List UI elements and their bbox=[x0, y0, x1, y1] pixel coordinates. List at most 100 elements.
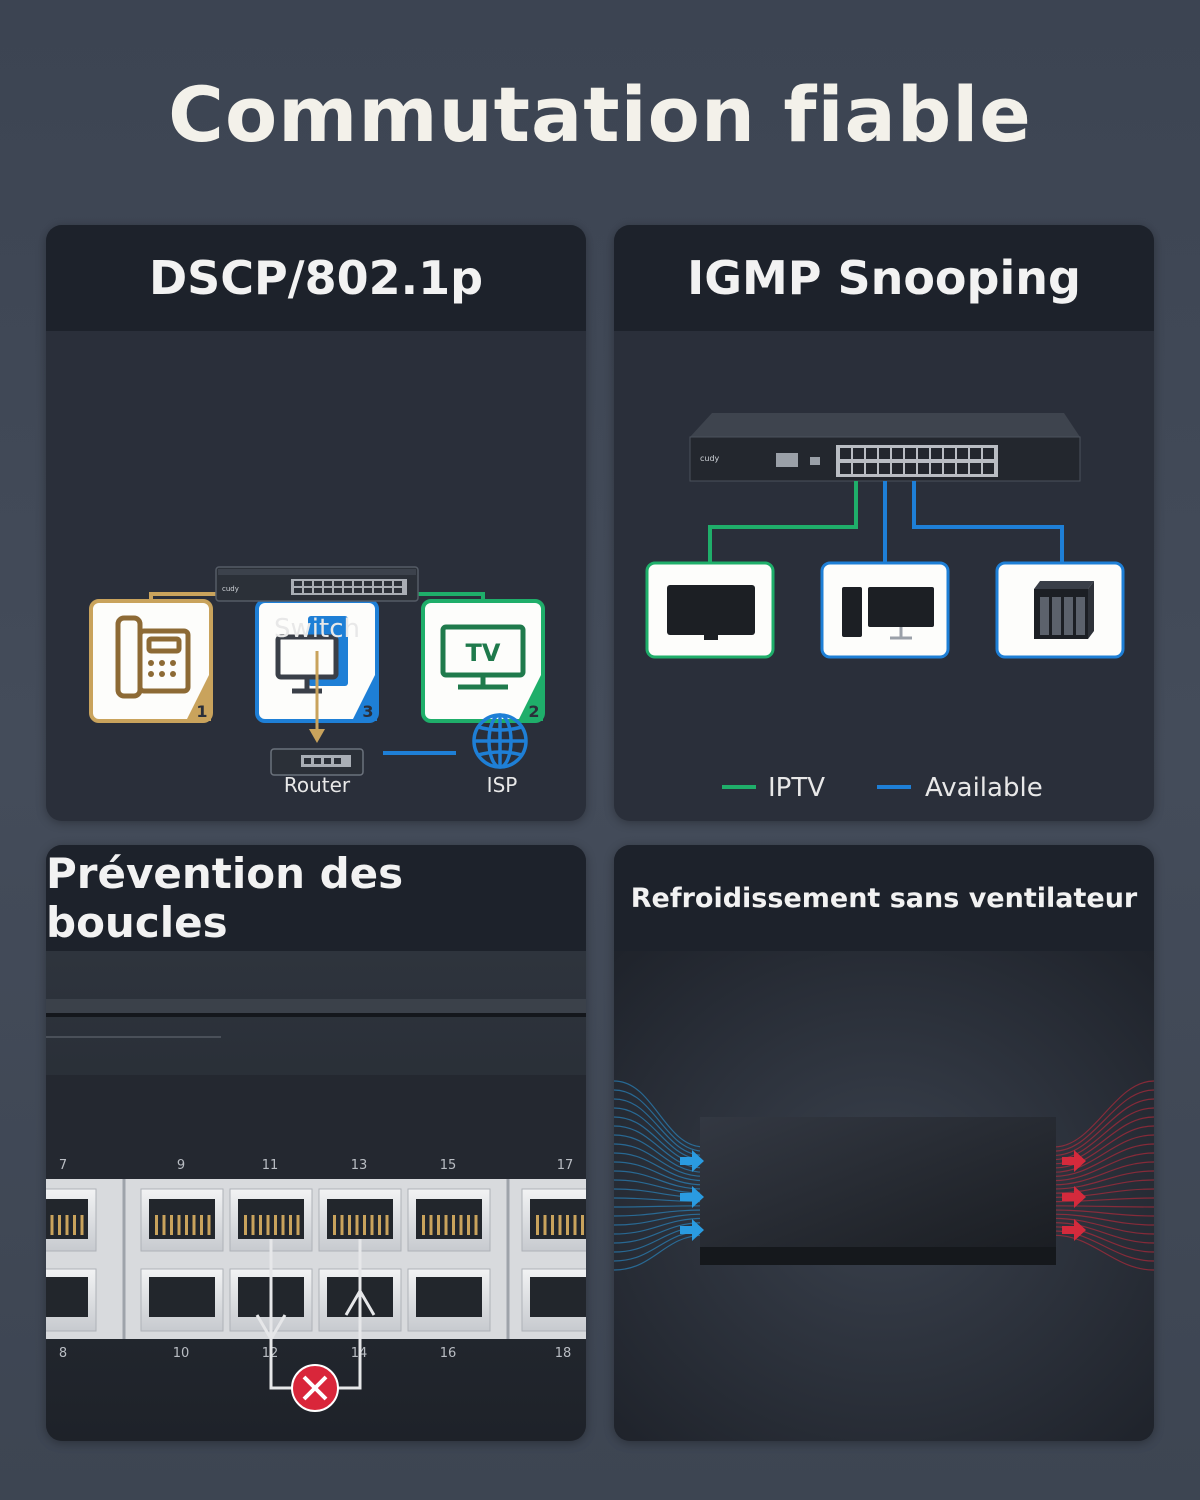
legend-label-iptv: IPTV bbox=[768, 773, 825, 803]
rj45-pin bbox=[348, 1215, 351, 1235]
tv-icon bbox=[667, 585, 755, 640]
rj45-pin bbox=[474, 1215, 478, 1235]
panel-dscp: DSCP/802.1p 1 bbox=[46, 225, 586, 821]
rj45-pin bbox=[80, 1215, 84, 1235]
hot-airflow-line bbox=[1053, 1080, 1154, 1148]
panel-cooling-title: Refroidissement sans ventilateur bbox=[614, 845, 1154, 951]
tv-device-card: TV 2 bbox=[421, 599, 545, 723]
rj45-pin bbox=[333, 1215, 336, 1235]
hot-airflow-line bbox=[1053, 1152, 1154, 1182]
rj45-port-opening bbox=[327, 1199, 393, 1239]
hot-airflow-line bbox=[1053, 1197, 1154, 1203]
switch-device: cudy bbox=[689, 413, 1081, 482]
hot-airflow-line bbox=[1053, 1217, 1154, 1235]
rj45-pin bbox=[170, 1215, 173, 1235]
rj45-pin bbox=[207, 1215, 211, 1235]
rj45-pin bbox=[73, 1215, 76, 1235]
panel-loop-title: Prévention des boucles bbox=[46, 845, 586, 951]
computer-icon bbox=[275, 616, 348, 694]
cold-airflow-line bbox=[614, 1209, 705, 1217]
cold-airflow-line bbox=[614, 1080, 705, 1148]
cold-airflow-line bbox=[614, 1089, 705, 1152]
rj45-pin bbox=[50, 1215, 54, 1235]
hot-airflow-line bbox=[1053, 1222, 1154, 1244]
legend-label-available: Available bbox=[925, 773, 1043, 803]
rj45-pin bbox=[162, 1215, 166, 1235]
rj45-pin bbox=[296, 1215, 300, 1235]
rj45-port-opening bbox=[46, 1277, 88, 1317]
port-number-bottom: 16 bbox=[440, 1346, 457, 1361]
cold-airflow-line bbox=[614, 1143, 705, 1177]
rj45-pin bbox=[259, 1215, 262, 1235]
hot-airflow-line bbox=[1053, 1143, 1154, 1177]
computer-device-card bbox=[820, 561, 950, 659]
nas-icon bbox=[1034, 581, 1094, 639]
rj45-pin bbox=[459, 1215, 463, 1235]
rj45-pin bbox=[281, 1215, 285, 1235]
hot-airflow-line bbox=[1053, 1213, 1154, 1226]
rj45-pin bbox=[385, 1215, 389, 1235]
rj45-pin bbox=[192, 1215, 196, 1235]
rj45-pin bbox=[185, 1215, 188, 1235]
hot-airflow-line bbox=[1053, 1125, 1154, 1169]
hot-airflow-line bbox=[1053, 1234, 1154, 1271]
cold-airflow-line bbox=[614, 1152, 705, 1182]
rj45-pin bbox=[437, 1215, 440, 1235]
hot-arrow-icons bbox=[1062, 1150, 1086, 1241]
hot-airflow-line bbox=[1053, 1098, 1154, 1156]
hot-airflow-line bbox=[1053, 1205, 1154, 1208]
switch-brand: cudy bbox=[700, 454, 720, 463]
rj45-port-opening bbox=[530, 1199, 586, 1239]
rj45-pin bbox=[58, 1215, 61, 1235]
rj45-pin bbox=[155, 1215, 158, 1235]
igmp-diagram: cudy bbox=[645, 413, 1125, 803]
panel-cooling: Refroidissement sans ventilateur bbox=[614, 845, 1154, 1441]
port-number-top: 17 bbox=[557, 1158, 574, 1173]
switch-device: cudy bbox=[215, 566, 419, 602]
rj45-pin bbox=[378, 1215, 381, 1235]
rj45-pin bbox=[363, 1215, 366, 1235]
rj45-pin bbox=[573, 1215, 577, 1235]
cold-arrow-icons bbox=[680, 1150, 704, 1241]
rj45-pin bbox=[370, 1215, 374, 1235]
cooling-diagram bbox=[614, 951, 1154, 1441]
rj45-pin bbox=[289, 1215, 292, 1235]
rj45-pin bbox=[566, 1215, 569, 1235]
cold-airflow-line bbox=[614, 1125, 705, 1169]
port-block bbox=[46, 1179, 586, 1339]
fanless-switch bbox=[700, 1117, 1056, 1265]
rj45-pin bbox=[200, 1215, 203, 1235]
legend: IPTV Available bbox=[722, 773, 1043, 803]
page-title: Commutation fiable bbox=[168, 70, 1032, 159]
phone-badge: 1 bbox=[196, 702, 207, 721]
port-number-top: 11 bbox=[262, 1158, 279, 1173]
nas-device-card bbox=[995, 561, 1125, 659]
rj45-pin bbox=[244, 1215, 247, 1235]
rj45-pin bbox=[558, 1215, 562, 1235]
port-number-top: 13 bbox=[351, 1158, 368, 1173]
tv-device-card bbox=[645, 561, 775, 659]
rj45-pin bbox=[266, 1215, 270, 1235]
rj45-pin bbox=[452, 1215, 455, 1235]
rj45-pin bbox=[444, 1215, 448, 1235]
port-number-top: 15 bbox=[440, 1158, 457, 1173]
dscp-diagram: 1 3 TV 2 bbox=[89, 566, 545, 797]
computer-badge: 3 bbox=[362, 702, 373, 721]
rj45-pin bbox=[251, 1215, 255, 1235]
phone-device-card: 1 bbox=[89, 599, 213, 723]
cold-airflow-line bbox=[614, 1217, 705, 1235]
rj45-pin bbox=[581, 1215, 584, 1235]
rj45-pin bbox=[543, 1215, 547, 1235]
rj45-pin bbox=[467, 1215, 470, 1235]
panel-igmp-title: IGMP Snooping bbox=[614, 225, 1154, 331]
isp-label: ISP bbox=[487, 773, 518, 797]
rj45-port-opening bbox=[530, 1277, 586, 1317]
port-number-bottom: 8 bbox=[59, 1346, 67, 1361]
switch-brand: cudy bbox=[222, 585, 239, 593]
hot-airflow-line bbox=[1053, 1089, 1154, 1152]
hot-airflow-line bbox=[1053, 1134, 1154, 1173]
rj45-pin bbox=[65, 1215, 69, 1235]
panel-dscp-title: DSCP/802.1p bbox=[46, 225, 586, 331]
